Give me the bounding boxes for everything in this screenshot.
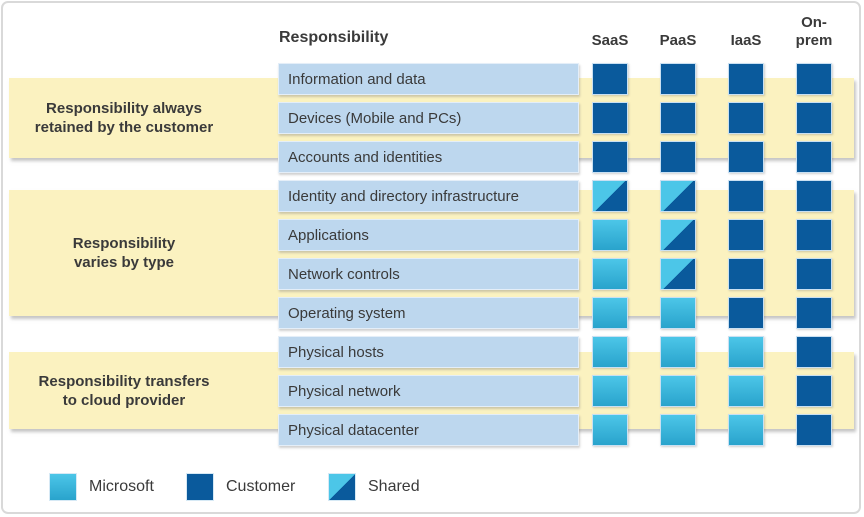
matrix-cell — [796, 141, 832, 173]
matrix-cell — [592, 375, 628, 407]
matrix-cell — [796, 180, 832, 212]
matrix-cell — [796, 102, 832, 134]
legend-swatch-shared — [328, 473, 356, 501]
matrix-cell — [796, 297, 832, 329]
matrix-cell — [796, 63, 832, 95]
matrix-cell — [728, 102, 764, 134]
section-label: Responsibility varies by type — [72, 235, 176, 271]
matrix-cell — [660, 63, 696, 95]
row-label: Identity and directory infrastructure — [278, 180, 579, 212]
legend-label: Customer — [226, 478, 296, 495]
matrix-cell — [728, 180, 764, 212]
matrix-cell — [660, 414, 696, 446]
matrix-cell — [592, 102, 628, 134]
matrix-cell — [592, 219, 628, 251]
row-label: Operating system — [278, 297, 579, 329]
matrix-cell — [728, 297, 764, 329]
responsibility-column-title: Responsibility — [279, 29, 389, 46]
section-label: Responsibility always retained by the cu… — [34, 100, 214, 136]
matrix-cell — [592, 63, 628, 95]
matrix-cell — [796, 258, 832, 290]
section-label: Responsibility transfers to cloud provid… — [38, 372, 210, 409]
legend-label: Microsoft — [89, 478, 154, 495]
matrix-cell — [796, 336, 832, 368]
matrix-cell — [728, 219, 764, 251]
matrix-cell — [660, 336, 696, 368]
matrix-cell — [728, 141, 764, 173]
matrix-cell — [796, 375, 832, 407]
column-header: IaaS — [730, 32, 762, 49]
row-label: Applications — [278, 219, 579, 251]
matrix-cell — [592, 336, 628, 368]
matrix-cell — [660, 102, 696, 134]
matrix-cell — [796, 414, 832, 446]
matrix-cell — [592, 297, 628, 329]
column-header: On- prem — [795, 14, 833, 49]
matrix-cell — [592, 141, 628, 173]
matrix-cell — [660, 219, 696, 251]
matrix-cell — [592, 180, 628, 212]
legend-swatch-microsoft — [49, 473, 77, 501]
column-header: SaaS — [591, 32, 629, 49]
matrix-cell — [660, 297, 696, 329]
column-header: PaaS — [659, 32, 697, 49]
row-label: Physical datacenter — [278, 414, 579, 446]
row-label: Physical network — [278, 375, 579, 407]
legend-swatch-customer — [186, 473, 214, 501]
row-label: Network controls — [278, 258, 579, 290]
row-label: Information and data — [278, 63, 579, 95]
matrix-cell — [728, 336, 764, 368]
matrix-cell — [728, 375, 764, 407]
matrix-cell — [660, 180, 696, 212]
matrix-cell — [660, 375, 696, 407]
legend-label: Shared — [368, 478, 420, 495]
row-label: Devices (Mobile and PCs) — [278, 102, 579, 134]
row-label: Accounts and identities — [278, 141, 579, 173]
matrix-cell — [728, 258, 764, 290]
matrix-cell — [592, 258, 628, 290]
matrix-cell — [796, 219, 832, 251]
matrix-cell — [728, 414, 764, 446]
matrix-cell — [660, 258, 696, 290]
matrix-cell — [660, 141, 696, 173]
row-label: Physical hosts — [278, 336, 579, 368]
matrix-cell — [728, 63, 764, 95]
matrix-cell — [592, 414, 628, 446]
